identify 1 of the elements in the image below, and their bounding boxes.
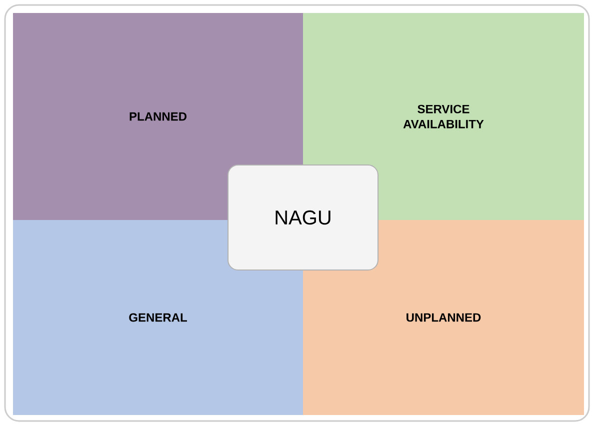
center-box: NAGU — [228, 164, 378, 270]
